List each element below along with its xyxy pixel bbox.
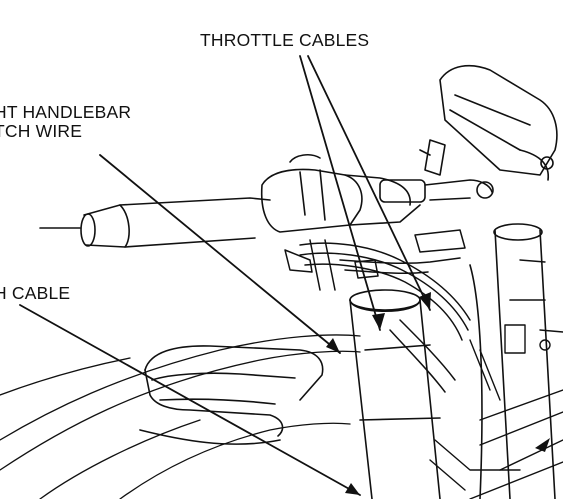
dash-bracket bbox=[139, 345, 324, 445]
cable-bundle bbox=[284, 229, 471, 393]
fork-leg bbox=[469, 223, 556, 499]
arrowhead-frame bbox=[535, 438, 550, 452]
leader-throttle-2 bbox=[307, 55, 431, 311]
fairing-outline bbox=[0, 334, 361, 499]
arrowhead-throttle-2 bbox=[419, 292, 431, 310]
switch-wire-label-line1: HT HANDLEBAR bbox=[0, 102, 132, 122]
leader-clutch-cable bbox=[19, 304, 361, 496]
frame-detail bbox=[429, 259, 563, 499]
leader-throttle-1 bbox=[299, 55, 381, 331]
arrowhead-throttle-1 bbox=[372, 313, 385, 330]
switch-housing bbox=[260, 153, 494, 233]
handlebar-grip bbox=[39, 197, 271, 248]
clutch-cable-label: H CABLE bbox=[0, 283, 71, 303]
arrowhead-clutch-cable bbox=[345, 483, 360, 495]
switch-wire-label: HT HANDLEBAR TCH WIRE bbox=[0, 103, 131, 141]
throttle-cables-label: THROTTLE CABLES bbox=[200, 30, 370, 50]
steering-stem bbox=[349, 289, 441, 499]
arrowhead-switch-wire bbox=[326, 338, 340, 353]
reservoir bbox=[419, 64, 558, 181]
switch-wire-label-line2: TCH WIRE bbox=[0, 121, 83, 141]
leader-lines bbox=[19, 55, 431, 496]
leader-switch-wire bbox=[99, 154, 341, 354]
leader-arrowheads bbox=[326, 292, 550, 495]
